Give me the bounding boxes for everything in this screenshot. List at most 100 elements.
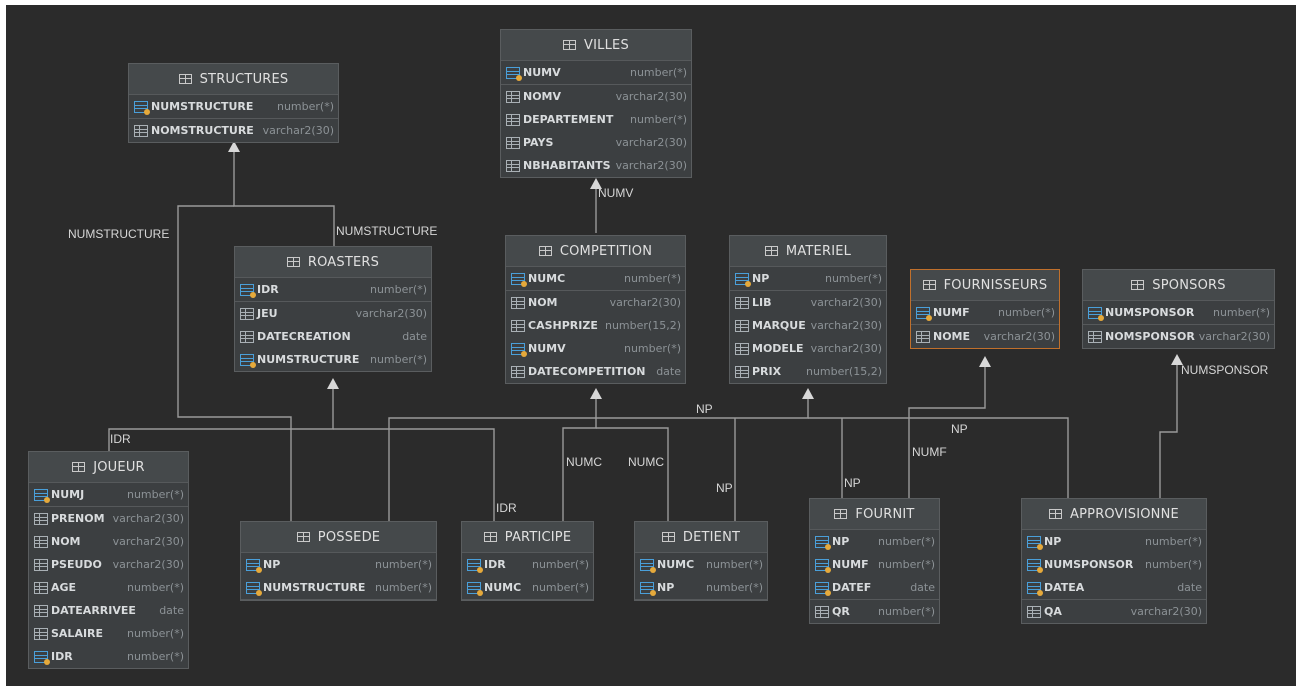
table-header[interactable]: DETIENT bbox=[635, 522, 767, 553]
column-name: NOM bbox=[51, 535, 81, 548]
table-header[interactable]: ROASTERS bbox=[235, 247, 431, 278]
column-name: NP bbox=[752, 272, 770, 285]
column-type: number(15,2) bbox=[805, 365, 882, 378]
column-type: varchar2(30) bbox=[983, 330, 1055, 343]
column-name: NP bbox=[832, 535, 850, 548]
table-header[interactable]: APPROVISIONNE bbox=[1022, 499, 1206, 530]
column-type: number(*) bbox=[126, 488, 184, 501]
column-type: number(*) bbox=[531, 581, 589, 594]
column-icon bbox=[511, 319, 525, 332]
column-type: varchar2(30) bbox=[609, 296, 681, 309]
column-row[interactable]: IDR number(*) bbox=[235, 278, 431, 302]
table-header[interactable]: STRUCTURES bbox=[129, 64, 338, 95]
table-header[interactable]: COMPETITION bbox=[506, 236, 685, 267]
table-header[interactable]: VILLES bbox=[501, 30, 691, 61]
column-icon bbox=[34, 558, 48, 571]
table-header[interactable]: SPONSORS bbox=[1083, 270, 1274, 301]
table-header[interactable]: PARTICIPE bbox=[462, 522, 593, 553]
table-title: ROASTERS bbox=[307, 254, 380, 270]
column-icon bbox=[735, 365, 749, 378]
table-header[interactable]: MATERIEL bbox=[730, 236, 886, 267]
column-icon bbox=[240, 330, 254, 343]
column-type: varchar2(30) bbox=[1198, 330, 1271, 343]
table-icon bbox=[286, 257, 300, 267]
key-icon bbox=[506, 66, 522, 81]
column-name: IDR bbox=[257, 283, 279, 296]
column-type: number(*) bbox=[1144, 535, 1202, 548]
column-name: NUMSPONSOR bbox=[1044, 558, 1134, 571]
column-name: NUMF bbox=[832, 558, 869, 571]
column-type: number(*) bbox=[1144, 558, 1202, 571]
table-header[interactable]: POSSEDE bbox=[241, 522, 436, 553]
column-name: MARQUE bbox=[752, 319, 806, 332]
column-type: number(*) bbox=[369, 283, 427, 296]
table-header[interactable]: FOURNIT bbox=[810, 499, 939, 530]
column-row[interactable]: NUMSPONSOR number(*) bbox=[1022, 553, 1206, 576]
column-type: varchar2(30) bbox=[112, 512, 184, 525]
table-icon bbox=[1049, 509, 1063, 519]
table-header[interactable]: FOURNISSEURS bbox=[911, 270, 1059, 301]
table-header[interactable]: JOUEUR bbox=[29, 452, 188, 483]
column-type: number(*) bbox=[374, 581, 432, 594]
table-title: FOURNIT bbox=[855, 506, 915, 522]
